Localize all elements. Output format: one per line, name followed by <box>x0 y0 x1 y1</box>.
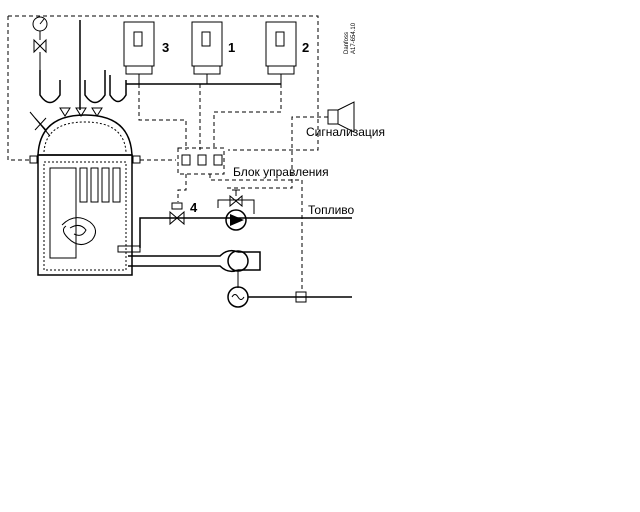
solenoid-valve-icon <box>169 202 185 226</box>
brand-code-2: A17-654.10 <box>351 22 357 54</box>
air-duct <box>128 249 261 273</box>
callout-sensor-2: 2 <box>302 40 309 55</box>
control-unit <box>177 147 225 175</box>
callout-valve-4: 4 <box>190 200 198 215</box>
pressure-switch-3 <box>123 21 155 84</box>
level-sensor-right <box>132 155 141 164</box>
bypass-valve-icon <box>229 189 243 208</box>
motor-wiring <box>209 174 303 292</box>
fuel-label: Топливо <box>308 203 355 217</box>
control-wiring-top <box>7 15 319 161</box>
boiler-body <box>37 154 141 276</box>
motor-relay <box>295 291 307 303</box>
switch-wiring <box>138 84 282 150</box>
safety-valve-icons <box>29 107 103 137</box>
callout-sensor-1: 1 <box>228 40 235 55</box>
alarm-label: Сигнализация <box>306 125 385 139</box>
valve-wiring <box>177 174 187 202</box>
motor-icon <box>227 286 249 308</box>
control-unit-label: Блок управления <box>233 165 329 179</box>
pressure-switch-1 <box>191 21 223 84</box>
callout-sensor-3: 3 <box>162 40 169 55</box>
fan-icon <box>227 250 249 272</box>
alarm-wiring <box>224 116 328 189</box>
level-sensor-left <box>29 155 38 164</box>
fuel-line <box>139 199 352 248</box>
siphon-pipes <box>39 20 127 110</box>
boiler-dome <box>37 114 133 156</box>
pressure-switch-2 <box>265 21 297 84</box>
fuel-pump-icon <box>225 209 247 231</box>
pressure-gauge-icon <box>32 16 48 70</box>
brand-code-1: Danfoss <box>344 32 350 54</box>
